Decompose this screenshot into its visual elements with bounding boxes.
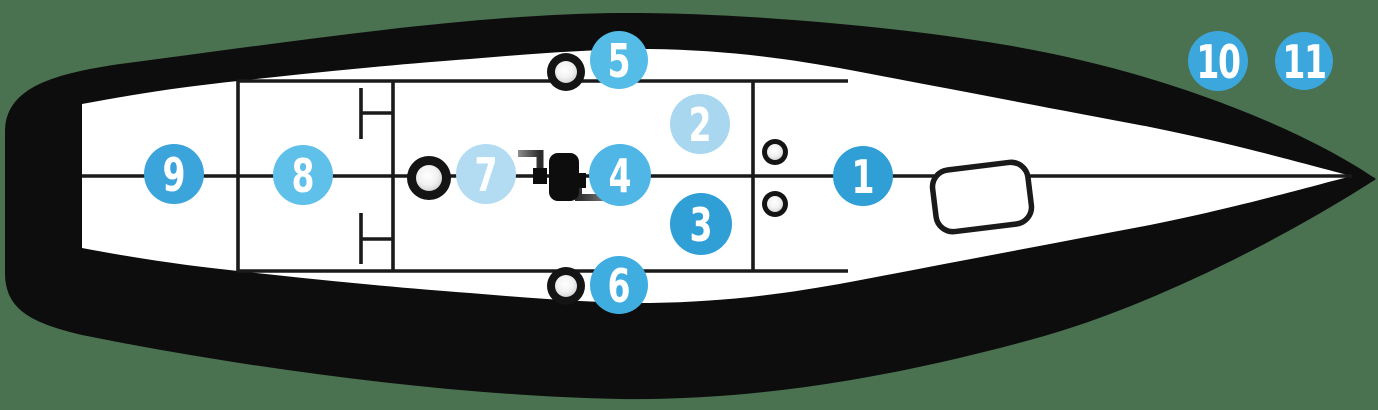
mast-section: [549, 153, 579, 201]
padeye-port: [762, 139, 788, 165]
marker-circle: [273, 145, 333, 205]
companionway-bracket-port: [359, 88, 393, 139]
padeye-center: [767, 196, 783, 212]
marker-number: 6: [607, 261, 630, 314]
marker-5: 5: [590, 31, 648, 89]
marker-6: 6: [590, 256, 648, 314]
marker-1: 1: [833, 146, 893, 206]
marker-number: 9: [162, 150, 185, 203]
marker-circle: [456, 144, 516, 204]
marker-9: 9: [144, 144, 204, 204]
marker-circle: [670, 193, 732, 255]
marker-7: 7: [456, 144, 516, 204]
marker-circle: [144, 144, 204, 204]
marker-number: 7: [474, 150, 497, 203]
winch-top: [555, 61, 577, 83]
marker-3: 3: [670, 193, 732, 255]
mast-tab-aft: [533, 168, 547, 184]
markers-layer: 1 2 3 4 5 6 7 8 9 10 11: [144, 31, 1333, 314]
companionway-bracket-starboard: [359, 213, 393, 264]
marker-circle: [670, 94, 730, 154]
marker-number: 2: [688, 100, 711, 153]
marker-number: 1: [851, 152, 874, 205]
padeye-starboard: [762, 191, 788, 217]
marker-number: 4: [608, 151, 631, 204]
winch-top: [416, 165, 442, 191]
mast-winch: [407, 156, 451, 200]
marker-number: 8: [291, 151, 314, 204]
marker-number: 5: [607, 36, 630, 89]
padeye-center: [767, 144, 783, 160]
winch-top: [555, 275, 577, 297]
marker-circle: [833, 146, 893, 206]
bow-hatch: [929, 159, 1035, 235]
marker-4: 4: [589, 144, 651, 206]
marker-11: 11: [1275, 32, 1333, 90]
marker-8: 8: [273, 145, 333, 205]
coachroof-winch-starboard: [547, 267, 585, 305]
coachroof-winch-port: [547, 53, 585, 91]
marker-number: 3: [689, 200, 712, 253]
marker-2: 2: [670, 94, 730, 154]
fittings-layer: [407, 53, 1035, 305]
mast-bracket-port: [518, 150, 544, 172]
marker-circle: [590, 256, 648, 314]
marker-10: 10: [1188, 31, 1248, 91]
marker-number: 10: [1196, 37, 1239, 90]
marker-circle: [589, 144, 651, 206]
marker-circle: [1275, 32, 1333, 90]
marker-circle: [1188, 31, 1248, 91]
marker-number: 11: [1282, 37, 1325, 90]
marker-circle: [590, 31, 648, 89]
